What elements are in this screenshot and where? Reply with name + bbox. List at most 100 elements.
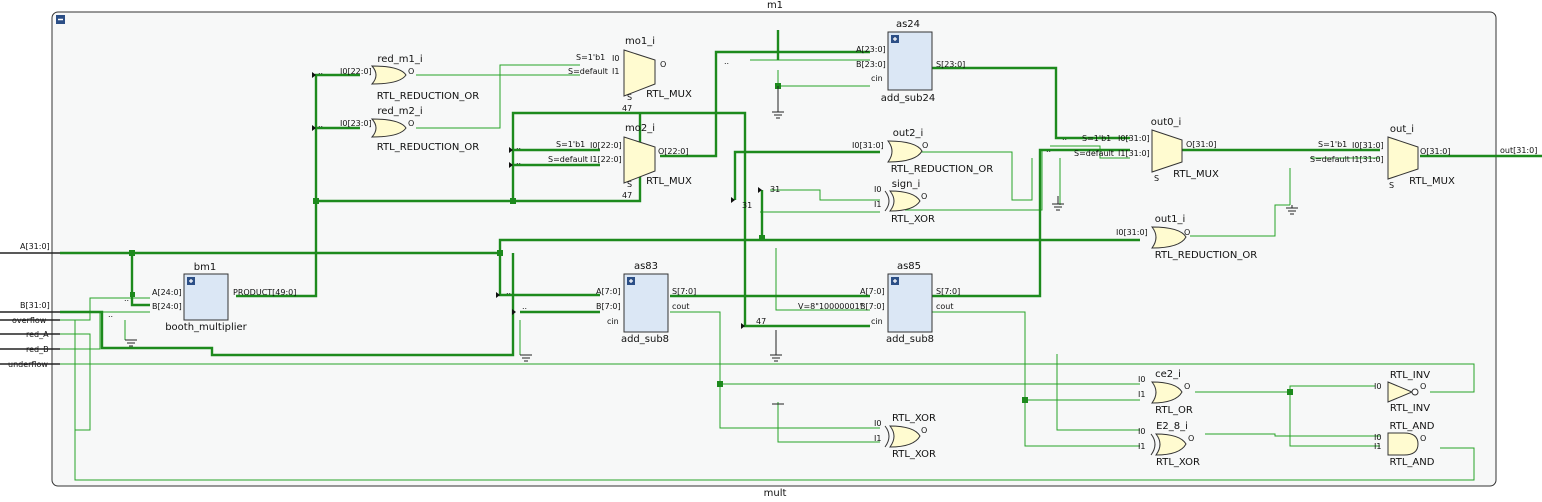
port-a-label: A[31:0] (20, 242, 50, 251)
cell-ce2-type: RTL_OR (1155, 405, 1193, 416)
ripper-arrows (312, 72, 762, 329)
cell-out2[interactable]: out2_i I0[31:0] O RTL_REDUCTION_OR (852, 128, 993, 175)
cell-mo1-type: RTL_MUX (646, 89, 692, 100)
cell-mo2[interactable]: mo2_i S=1'b1 I0[22:0] S=default I1[22:0]… (548, 123, 692, 200)
cell-bm1[interactable]: bm1 A[24:0] B[24:0] PRODUCT[49:0] booth_… (152, 262, 296, 333)
xor2-pin-i0: I0 (874, 419, 881, 428)
out1-pin-out: O (1184, 228, 1190, 237)
cell-inv-type: RTL_INV (1390, 403, 1430, 414)
out1-pin-in: I0[31:0] (1116, 228, 1148, 237)
expand-icon[interactable] (187, 277, 195, 285)
cell-as83-type: add_sub8 (621, 334, 669, 345)
out-mux-pin-i0: I0[31:0] (1352, 141, 1384, 150)
nets-bus (60, 30, 1542, 357)
ellipsis: .. (1046, 145, 1051, 154)
cell-inv-name: RTL_INV (1390, 370, 1430, 381)
cell-sign-type: RTL_XOR (891, 214, 935, 225)
cell-e28[interactable]: E2_8_i I0 I1 O RTL_XOR (1138, 421, 1200, 468)
mo1-const: 47 (622, 104, 632, 113)
cell-out0[interactable]: out0_i S=1'b1 I0[31:0] S=default I1[31:0… (1074, 117, 1219, 183)
mo1-pin-i1: I1 (612, 67, 619, 76)
sign-pin-i0: I0 (874, 185, 881, 194)
cell-as24-type: add_sub24 (881, 93, 935, 104)
cell-as85[interactable]: as85 A[7:0] B[7:0] cin S[7:0] cout V=8"1… (756, 261, 960, 345)
cell-out2-name: out2_i (893, 128, 924, 139)
mo2-const: 47 (622, 191, 632, 200)
cell-as83-name: as83 (634, 261, 658, 272)
cell-and-name: RTL_AND (1390, 421, 1435, 432)
ce2-pin-o: O (1184, 382, 1190, 391)
sign-const: 31 (770, 185, 780, 194)
cell-inv[interactable]: RTL_INV I0 O RTL_INV (1374, 370, 1430, 414)
expand-icon[interactable] (891, 35, 899, 43)
cell-xor2[interactable]: RTL_XOR I0 I1 O RTL_XOR (874, 413, 936, 460)
as85-pin-cout: cout (936, 302, 954, 311)
port-out-label: out[31:0] (1500, 146, 1537, 155)
out0-sel-default: S=default (1074, 149, 1114, 158)
mo1-pin-i0: I0 (612, 54, 619, 63)
ellipsis: .. (724, 57, 729, 66)
ellipsis: .. (1062, 133, 1067, 142)
cell-red-m2[interactable]: red_m2_i I0[23:0] O RTL_REDUCTION_OR (340, 106, 479, 153)
nets-thin (60, 59, 1475, 481)
cell-and-type: RTL_AND (1390, 457, 1435, 468)
as83-pin-s: S[7:0] (672, 287, 696, 296)
cell-out-mux-type: RTL_MUX (1409, 176, 1455, 187)
cell-out1-type: RTL_REDUCTION_OR (1155, 250, 1257, 261)
mo2-pin-s: S (627, 180, 632, 189)
cell-out1[interactable]: out1_i I0[31:0] O RTL_REDUCTION_OR (1116, 214, 1257, 261)
ripper-labels: .. .. .. .. .. .. .. .. .. .. .. (108, 57, 1067, 319)
cell-mo1[interactable]: mo1_i S=1'b1 I0 S=default I1 S O 47 RTL_… (568, 36, 692, 113)
inv-pin-o: O (1420, 382, 1426, 391)
out2-pin-in: I0[31:0] (852, 141, 884, 150)
out0-pin-o: O[31:0] (1186, 140, 1217, 149)
cell-e28-name: E2_8_i (1156, 421, 1188, 432)
port-b-label: B[31:0] (20, 301, 50, 310)
out-mux-pin-o: O[31:0] (1420, 147, 1451, 156)
out-mux-pin-s: S (1389, 181, 1394, 190)
expand-icon[interactable] (891, 277, 899, 285)
and-pin-o: O (1420, 434, 1426, 443)
cell-e28-type: RTL_XOR (1156, 457, 1200, 468)
output-ports: out[31:0] (1500, 146, 1537, 155)
mo1-sel1: S=1'b1 (576, 53, 605, 62)
mo1-pin-o: O (660, 60, 666, 69)
cell-ce2-name: ce2_i (1155, 369, 1181, 380)
ellipsis: .. (516, 157, 521, 166)
collapse-icon[interactable] (56, 15, 65, 24)
ground-symbols (125, 86, 1298, 405)
expand-icon[interactable] (627, 277, 635, 285)
e28-pin-o: O (1188, 434, 1194, 443)
cell-mo2-type: RTL_MUX (646, 176, 692, 187)
bm1-pin-b: B[24:0] (152, 302, 182, 311)
as83-pin-a: A[7:0] (596, 287, 621, 296)
red-m1-pin-out: O (408, 67, 414, 76)
bm1-pin-a: A[24:0] (152, 288, 182, 297)
mo1-pin-s: S (627, 93, 632, 102)
const-31-a: 31 (742, 201, 752, 210)
cell-sign-name: sign_i (892, 179, 920, 190)
cell-and[interactable]: RTL_AND I0 I1 O RTL_AND (1374, 421, 1435, 468)
cell-out2-type: RTL_REDUCTION_OR (891, 164, 993, 175)
cell-as83[interactable]: as83 A[7:0] B[7:0] cin S[7:0] cout add_s… (596, 261, 696, 345)
cell-as24[interactable]: as24 A[23:0] B[23:0] cin S[23:0] add_sub… (856, 19, 965, 104)
red-m2-pin-out: O (408, 119, 414, 128)
and-pin-i1: I1 (1374, 442, 1381, 451)
e28-pin-i1: I1 (1138, 442, 1145, 451)
out2-pin-out: O (922, 141, 928, 150)
cell-ce2[interactable]: ce2_i I0 I1 O RTL_OR (1138, 369, 1193, 416)
cell-as85-type: add_sub8 (886, 334, 934, 345)
mo2-sel-default: S=default (548, 155, 588, 164)
cell-sign[interactable]: sign_i I0 I1 O 31 RTL_XOR (770, 179, 935, 225)
out0-pin-i1: I1[31:0] (1118, 149, 1150, 158)
as83-pin-cout: cout (672, 302, 690, 311)
cell-red-m1-type: RTL_REDUCTION_OR (377, 91, 479, 102)
out-mux-pin-i1: I1[31:0] (1352, 155, 1384, 164)
cell-out-mux[interactable]: out_i S=1'b1 I0[31:0] S=default I1[31:0]… (1310, 124, 1455, 190)
out0-pin-i0: I0[31:0] (1118, 134, 1150, 143)
xor2-pin-i1: I1 (874, 434, 881, 443)
out-mux-sel1: S=1'b1 (1318, 140, 1347, 149)
cell-red-m1[interactable]: red_m1_i I0[22:0] O RTL_REDUCTION_OR (340, 54, 479, 102)
as85-pin-b: B[7:0] (860, 302, 885, 311)
cell-red-m2-name: red_m2_i (377, 106, 422, 117)
